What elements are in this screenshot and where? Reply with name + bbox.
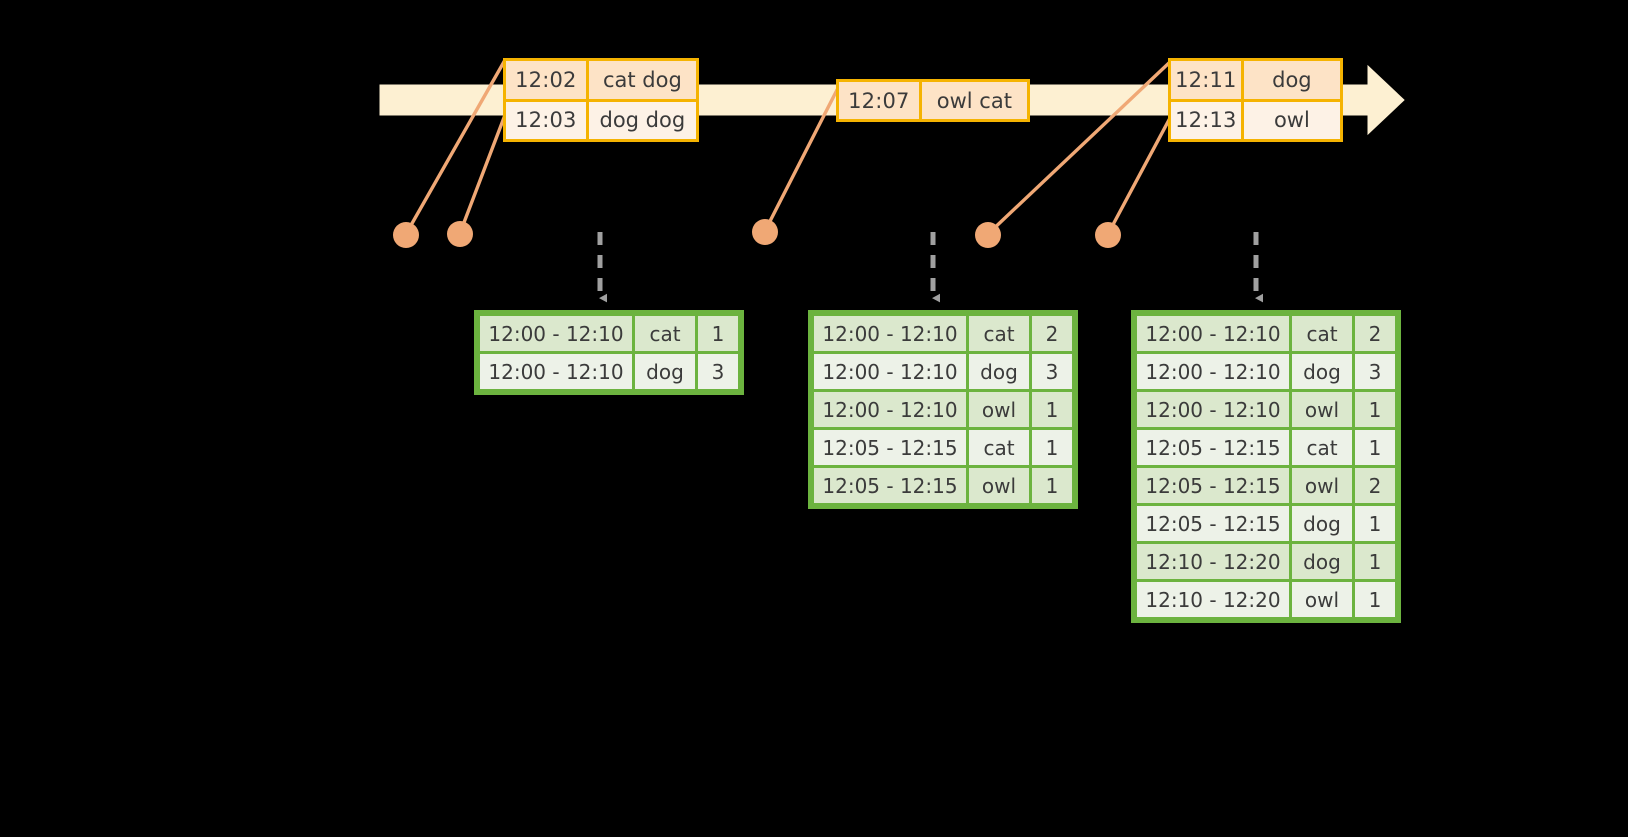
cell-word: cat xyxy=(1292,430,1352,465)
cell-word: dog xyxy=(635,354,695,389)
event-dot-3 xyxy=(752,219,778,245)
cell-count: 2 xyxy=(1355,468,1395,503)
cell-count: 2 xyxy=(1032,316,1072,351)
result-table-1[interactable]: 12:00 - 12:10 cat 1 12:00 - 12:10 dog 3 xyxy=(474,310,744,395)
cell-window: 12:00 - 12:10 xyxy=(1137,354,1289,389)
cell-window: 12:00 - 12:10 xyxy=(1137,316,1289,351)
cell-word: dog xyxy=(1292,544,1352,579)
cell-window: 12:00 - 12:10 xyxy=(814,354,966,389)
connector-line-1 xyxy=(404,58,507,236)
cell-count: 1 xyxy=(1032,468,1072,503)
event-dot-1 xyxy=(393,222,419,248)
cell-word: owl xyxy=(969,468,1029,503)
timeline-event-row[interactable]: 12:13 owl xyxy=(1171,98,1340,139)
cell-count: 1 xyxy=(1355,544,1395,579)
cell-word: dog xyxy=(1292,506,1352,541)
table-row[interactable]: 12:05 - 12:15 owl 2 xyxy=(1137,468,1395,503)
event-time: 12:02 xyxy=(506,61,589,99)
cell-count: 1 xyxy=(1032,430,1072,465)
timeline-event-group-2[interactable]: 12:07 owl cat xyxy=(836,79,1030,122)
event-time: 12:07 xyxy=(839,82,922,119)
table-row[interactable]: 12:00 - 12:10 cat 2 xyxy=(1137,316,1395,351)
cell-count: 3 xyxy=(1355,354,1395,389)
event-dot-5 xyxy=(1095,222,1121,248)
timeline-event-group-3[interactable]: 12:11 dog 12:13 owl xyxy=(1168,58,1343,142)
event-words: cat dog xyxy=(588,61,696,99)
event-words: owl xyxy=(1243,101,1340,139)
cell-count: 1 xyxy=(698,316,738,351)
cell-window: 12:00 - 12:10 xyxy=(1137,392,1289,427)
result-table-3[interactable]: 12:00 - 12:10 cat 2 12:00 - 12:10 dog 3 … xyxy=(1131,310,1401,623)
table-row[interactable]: 12:00 - 12:10 cat 1 xyxy=(480,316,738,351)
cell-word: cat xyxy=(635,316,695,351)
table-row[interactable]: 12:10 - 12:20 owl 1 xyxy=(1137,582,1395,617)
timeline-event-row[interactable]: 12:03 dog dog xyxy=(506,98,696,139)
event-dot-4 xyxy=(975,222,1001,248)
result-table-2[interactable]: 12:00 - 12:10 cat 2 12:00 - 12:10 dog 3 … xyxy=(808,310,1078,509)
table-row[interactable]: 12:05 - 12:15 dog 1 xyxy=(1137,506,1395,541)
cell-count: 1 xyxy=(1355,582,1395,617)
table-row[interactable]: 12:10 - 12:20 dog 1 xyxy=(1137,544,1395,579)
cell-word: cat xyxy=(969,316,1029,351)
cell-count: 1 xyxy=(1032,392,1072,427)
table-row[interactable]: 12:05 - 12:15 owl 1 xyxy=(814,468,1072,503)
timeline-event-row[interactable]: 12:11 dog xyxy=(1171,61,1340,99)
table-row[interactable]: 12:00 - 12:10 dog 3 xyxy=(1137,354,1395,389)
connector-line-5 xyxy=(1106,116,1172,236)
cell-word: owl xyxy=(1292,468,1352,503)
cell-window: 12:00 - 12:10 xyxy=(814,316,966,351)
event-marker-dots xyxy=(393,219,1121,248)
timeline-event-group-1[interactable]: 12:02 cat dog 12:03 dog dog xyxy=(503,58,699,142)
timeline-event-row[interactable]: 12:07 owl cat xyxy=(839,82,1027,119)
cell-word: cat xyxy=(1292,316,1352,351)
cell-count: 1 xyxy=(1355,392,1395,427)
cell-count: 3 xyxy=(1032,354,1072,389)
cell-window: 12:00 - 12:10 xyxy=(480,354,632,389)
cell-window: 12:00 - 12:10 xyxy=(814,392,966,427)
connector-line-2 xyxy=(458,113,507,235)
cell-window: 12:10 - 12:20 xyxy=(1137,544,1289,579)
cell-count: 1 xyxy=(1355,430,1395,465)
cell-word: owl xyxy=(969,392,1029,427)
cell-window: 12:10 - 12:20 xyxy=(1137,582,1289,617)
cell-window: 12:05 - 12:15 xyxy=(814,468,966,503)
event-dot-2 xyxy=(447,221,473,247)
timeline-event-row[interactable]: 12:02 cat dog xyxy=(506,61,696,99)
table-row[interactable]: 12:00 - 12:10 dog 3 xyxy=(480,354,738,389)
cell-word: owl xyxy=(1292,582,1352,617)
emit-arrows xyxy=(597,232,1264,303)
event-words: dog dog xyxy=(588,101,696,139)
event-time: 12:13 xyxy=(1171,101,1244,139)
cell-word: dog xyxy=(969,354,1029,389)
table-row[interactable]: 12:05 - 12:15 cat 1 xyxy=(814,430,1072,465)
table-row[interactable]: 12:00 - 12:10 owl 1 xyxy=(1137,392,1395,427)
connector-line-3 xyxy=(763,86,840,233)
event-time: 12:11 xyxy=(1171,61,1244,99)
table-row[interactable]: 12:00 - 12:10 dog 3 xyxy=(814,354,1072,389)
cell-count: 1 xyxy=(1355,506,1395,541)
cell-window: 12:05 - 12:15 xyxy=(814,430,966,465)
cell-window: 12:05 - 12:15 xyxy=(1137,468,1289,503)
cell-count: 3 xyxy=(698,354,738,389)
event-time: 12:03 xyxy=(506,101,589,139)
cell-word: cat xyxy=(969,430,1029,465)
table-row[interactable]: 12:05 - 12:15 cat 1 xyxy=(1137,430,1395,465)
cell-count: 2 xyxy=(1355,316,1395,351)
event-words: owl cat xyxy=(921,82,1027,119)
cell-window: 12:05 - 12:15 xyxy=(1137,506,1289,541)
table-row[interactable]: 12:00 - 12:10 cat 2 xyxy=(814,316,1072,351)
cell-window: 12:00 - 12:10 xyxy=(480,316,632,351)
cell-word: owl xyxy=(1292,392,1352,427)
cell-window: 12:05 - 12:15 xyxy=(1137,430,1289,465)
cell-word: dog xyxy=(1292,354,1352,389)
event-words: dog xyxy=(1243,61,1340,99)
table-row[interactable]: 12:00 - 12:10 owl 1 xyxy=(814,392,1072,427)
